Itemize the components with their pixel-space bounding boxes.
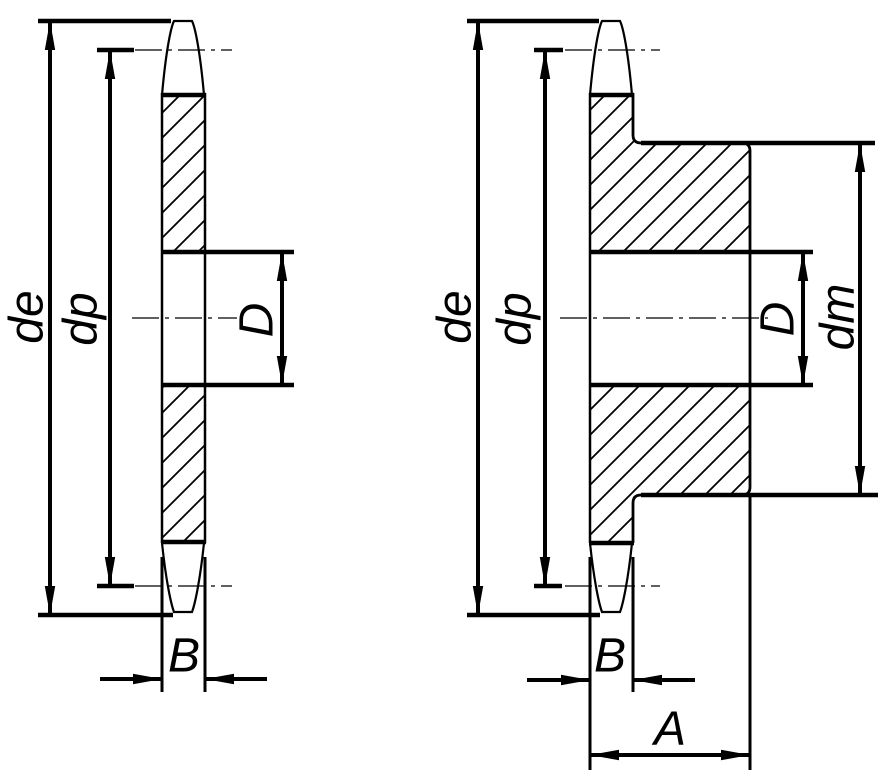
left-hatch-upper	[162, 95, 205, 252]
left-view-labels: de dp D B	[1, 290, 284, 682]
hub-length-arrow-right	[721, 749, 750, 761]
bore-left-arrow-down	[276, 356, 288, 385]
right-hatch-upper	[590, 95, 750, 252]
right-centerlines	[560, 49, 768, 587]
left-hatch-lower	[162, 385, 205, 542]
width-left-arrow-right	[133, 673, 162, 685]
dp-right-arrow-up	[539, 50, 551, 79]
label-de-right: de	[429, 290, 482, 343]
de-right-arrow-down	[472, 586, 484, 615]
label-hub-diameter: dm	[812, 284, 865, 351]
right-hatch-lower	[590, 385, 750, 543]
right-top-tooth	[588, 19, 634, 96]
right-section-hatching	[590, 95, 750, 543]
label-bore-left: D	[231, 303, 284, 338]
left-dimension-width	[100, 557, 267, 692]
right-bottom-tooth	[588, 542, 634, 614]
left-dimension-bore	[276, 252, 288, 385]
hub-diameter-arrow-down	[854, 466, 866, 495]
left-dimension-de	[38, 18, 173, 618]
label-dp-left: dp	[55, 292, 108, 345]
right-dimension-bore	[797, 252, 809, 385]
right-dimension-dp	[534, 47, 563, 589]
bore-right-arrow-down	[797, 356, 809, 385]
left-top-tooth	[160, 19, 206, 96]
label-width-left: B	[168, 630, 200, 683]
right-sprocket-view: de dp D dm B A	[429, 18, 878, 770]
label-hub-length: A	[651, 703, 686, 756]
width-left-arrow-left	[205, 673, 234, 685]
label-dp-right: dp	[489, 292, 542, 345]
de-left-arrow-up	[44, 21, 56, 50]
right-view-labels: de dp D dm B A	[429, 284, 865, 756]
dp-left-arrow-up	[104, 50, 116, 79]
right-dimension-hub-length	[590, 497, 752, 770]
left-dimension-dp	[97, 47, 134, 589]
label-bore-right: D	[752, 302, 805, 337]
right-dimension-hub-diameter	[854, 143, 866, 495]
right-sprocket-outline	[588, 19, 878, 614]
width-right-arrow-right	[561, 674, 590, 686]
hub-length-arrow-left	[590, 749, 619, 761]
left-section-hatching	[162, 95, 205, 542]
right-dimension-de	[467, 18, 600, 618]
left-bottom-tooth	[160, 542, 206, 614]
de-right-arrow-up	[472, 21, 484, 50]
right-dimension-width	[527, 557, 695, 770]
de-left-arrow-down	[44, 586, 56, 615]
dp-left-arrow-down	[104, 557, 116, 586]
right-plate-hub-contour	[631, 93, 752, 543]
bore-left-arrow-up	[276, 252, 288, 281]
left-centerlines	[132, 49, 237, 587]
width-right-arrow-left	[633, 674, 662, 686]
left-sprocket-view: de dp D B	[1, 18, 294, 692]
hub-diameter-arrow-up	[854, 143, 866, 172]
label-width-right: B	[594, 630, 626, 683]
left-sprocket-outline	[160, 19, 294, 614]
label-de-left: de	[1, 290, 54, 343]
dp-right-arrow-down	[539, 557, 551, 586]
bore-right-arrow-up	[797, 252, 809, 281]
